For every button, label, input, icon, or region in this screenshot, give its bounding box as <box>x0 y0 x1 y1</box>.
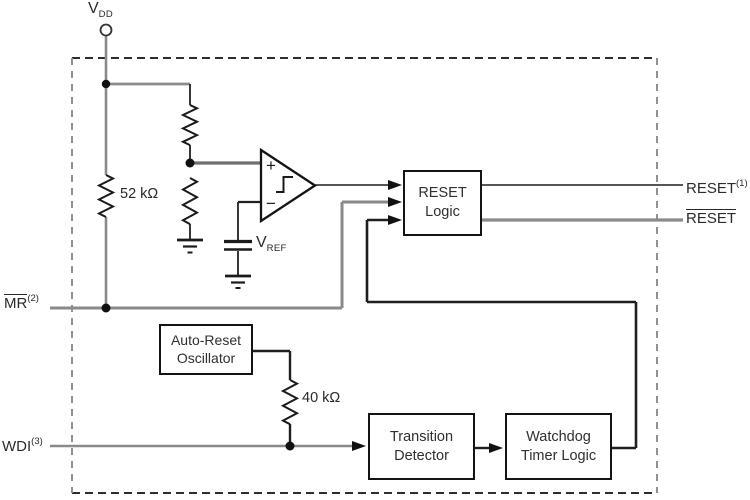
junction-divider <box>185 158 195 168</box>
reset-output-label: RESET(1) <box>686 178 748 197</box>
resistor-40k-icon <box>280 379 300 426</box>
comparator-plus-label: + <box>266 156 276 175</box>
ground-divider-icon <box>177 238 203 254</box>
junction-mr <box>101 303 111 313</box>
reset-logic-label-line2: Logic <box>425 204 460 220</box>
comparator-icon <box>259 147 318 224</box>
ground-vref-icon <box>225 274 251 289</box>
watchdog-timer-logic-label-line1: Watchdog <box>526 428 591 445</box>
resistor-52k-label: 52 kΩ <box>120 186 159 202</box>
transition-detector-block: Transition Detector <box>368 413 475 480</box>
comparator-minus-label: − <box>266 194 276 213</box>
arrow-wdi-to-detector <box>352 441 366 451</box>
reset-logic-label-line1: RESET <box>418 185 467 201</box>
reset-logic-block: RESET Logic <box>403 170 482 236</box>
transition-detector-label-line2: Detector <box>394 447 449 464</box>
transition-detector-label-line1: Transition <box>389 428 454 445</box>
resistor-divider-bottom-icon <box>180 177 200 225</box>
vref-capacitor-icon <box>224 239 252 251</box>
arrow-mr-to-reset-logic <box>388 197 402 207</box>
vref-label: VREF <box>256 234 287 254</box>
hysteresis-icon <box>276 176 293 193</box>
resistor-52k-icon <box>96 174 116 218</box>
vdd-pin-icon <box>99 23 113 37</box>
arrow-comparator-to-reset-logic <box>388 180 402 190</box>
auto-reset-oscillator-label-line1: Auto-Reset <box>170 332 242 348</box>
resistor-divider-top-icon <box>180 104 200 147</box>
mr-label: MR(2) <box>4 293 39 312</box>
auto-reset-oscillator-label-line2: Oscillator <box>176 349 236 366</box>
arrow-detector-to-watchdog <box>489 443 503 453</box>
watchdog-timer-logic-block: Watchdog Timer Logic <box>505 413 612 480</box>
arrow-watchdog-to-reset-logic <box>388 215 402 225</box>
vdd-label: VDD <box>88 0 113 20</box>
resistor-40k-label: 40 kΩ <box>302 390 341 406</box>
auto-reset-oscillator-block: Auto-Reset Oscillator <box>159 324 253 375</box>
wdi-label: WDI(3) <box>2 436 43 455</box>
junction-wdi <box>285 441 295 451</box>
reset-bar-output-label: RESET <box>686 209 737 227</box>
watchdog-timer-logic-label-line2: Timer Logic <box>520 447 597 464</box>
junction-vdd-branch <box>101 79 111 89</box>
